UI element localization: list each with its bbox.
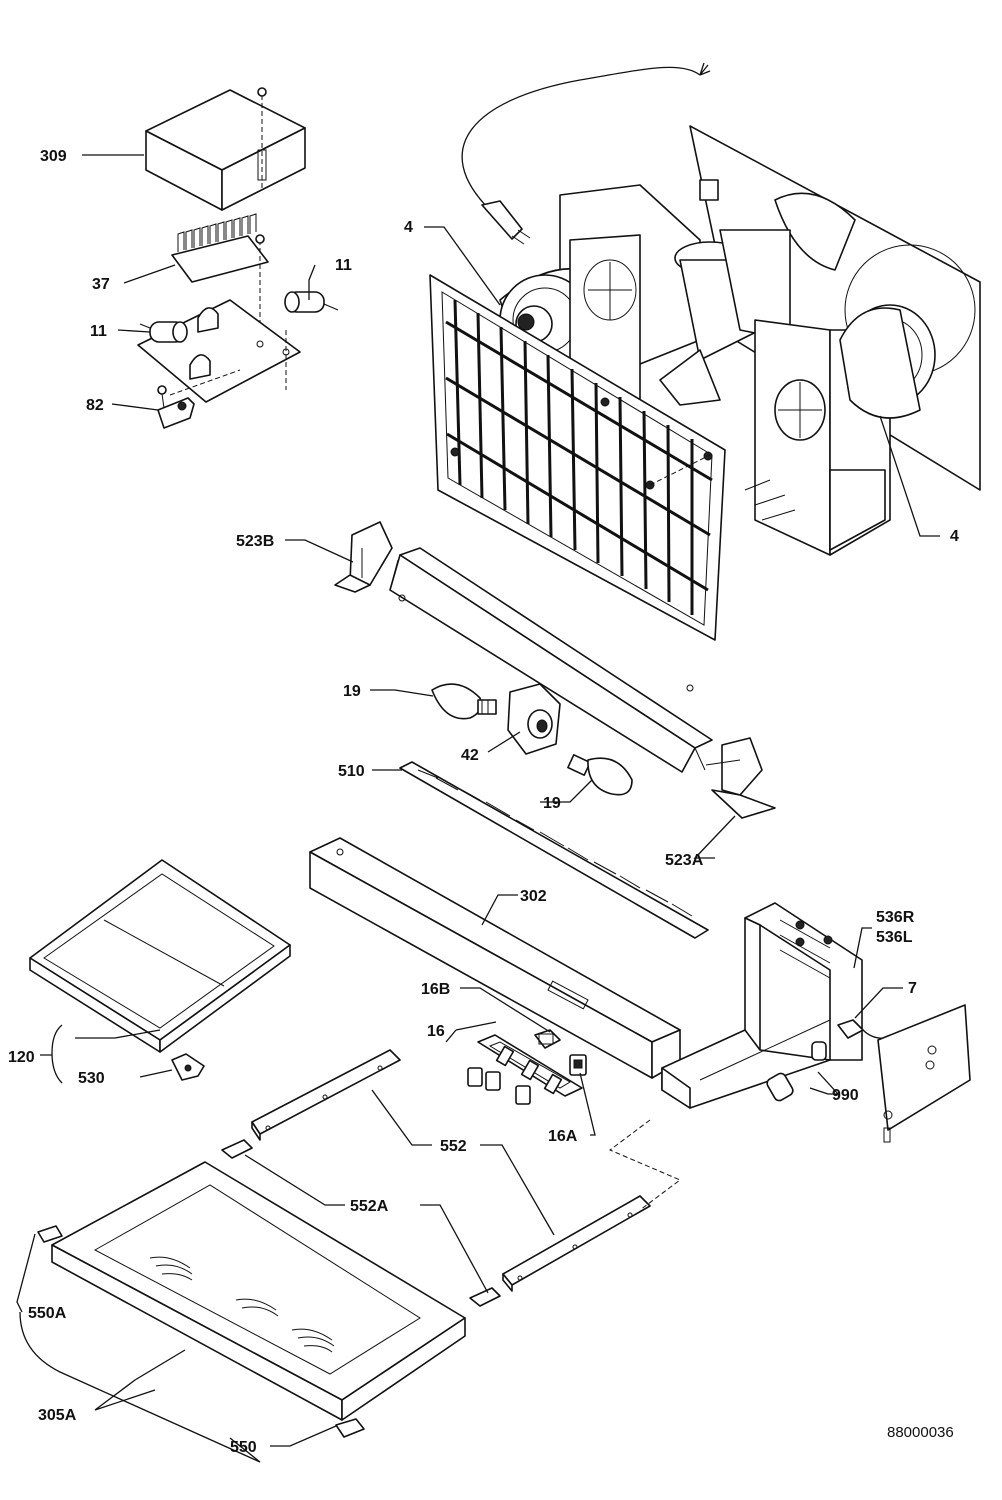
label-523B: 523B: [236, 533, 274, 550]
part-530-clip: [171, 1053, 205, 1081]
assembly-dash-line: [609, 1119, 681, 1211]
label-120: 120: [8, 1049, 35, 1066]
label-16A: 16A: [548, 1128, 578, 1145]
label-4-right: 4: [950, 528, 959, 545]
label-16B: 16B: [421, 981, 450, 998]
part-302-housing-bar: [309, 837, 681, 1079]
label-550A: 550A: [28, 1305, 67, 1322]
part-7-mounting-plate: [877, 1004, 971, 1143]
label-990: 990: [832, 1087, 859, 1104]
part-82-switch: [157, 385, 195, 429]
part-309-control-box: [145, 87, 306, 211]
label-305A: 305A: [38, 1407, 77, 1424]
leader-lines: [16, 154, 940, 1463]
part-552A-rail-clip-upper: [221, 1139, 253, 1159]
part-labels: 309 37 11 11 82 4 4 523B 19 42 510 19 52…: [8, 148, 959, 1456]
part-552-rail-lower: [502, 1195, 651, 1292]
part-7-switch: [837, 1019, 889, 1039]
part-grille-panel: [429, 274, 726, 641]
label-4-left: 4: [404, 219, 413, 236]
part-light-channel: [389, 547, 713, 773]
label-19-lower: 19: [543, 795, 561, 812]
label-11-left: 11: [90, 323, 107, 340]
part-19-bulb-lower: [567, 754, 633, 796]
label-552: 552: [440, 1138, 467, 1155]
label-550: 550: [230, 1439, 257, 1456]
part-16A-knob: [569, 1054, 587, 1076]
part-552-rail-upper: [251, 1049, 401, 1141]
part-550-end-cap: [335, 1418, 365, 1438]
label-42: 42: [461, 747, 479, 764]
part-536-side-frame: [661, 902, 863, 1109]
document-number: 88000036: [887, 1424, 954, 1441]
label-536R: 536R: [876, 909, 915, 926]
part-550A-end-cap: [37, 1225, 63, 1243]
label-523A: 523A: [665, 852, 704, 869]
part-990-spacers: [766, 1041, 827, 1102]
label-530: 530: [78, 1070, 105, 1087]
part-510-decorative-strip: [399, 761, 709, 939]
part-16-switch-buttons: [467, 1067, 531, 1105]
part-37-terminal-block: [171, 213, 269, 340]
label-37: 37: [92, 276, 110, 293]
part-305A-glass-panel: [51, 1161, 466, 1421]
part-523B-bracket: [334, 521, 393, 593]
label-309: 309: [40, 148, 67, 165]
part-19-bulb-upper: [431, 683, 497, 720]
label-552A: 552A: [350, 1198, 389, 1215]
label-7: 7: [908, 980, 917, 997]
part-523A-bracket: [705, 737, 776, 819]
part-power-cord: [461, 62, 711, 245]
label-11-right: 11: [335, 257, 352, 274]
part-16B-switch-bracket: [534, 1029, 561, 1049]
part-11-capacitor-right: [284, 291, 339, 313]
label-536L: 536L: [876, 929, 913, 946]
part-16-switch-panel: [477, 1034, 583, 1097]
label-302: 302: [520, 888, 547, 905]
label-510: 510: [338, 763, 365, 780]
label-82: 82: [86, 397, 104, 414]
label-19-upper: 19: [343, 683, 361, 700]
part-42-socket: [507, 683, 561, 755]
part-120-filter-tray: [29, 859, 291, 1053]
part-552A-rail-clip-lower: [469, 1287, 501, 1307]
label-16: 16: [427, 1023, 445, 1040]
